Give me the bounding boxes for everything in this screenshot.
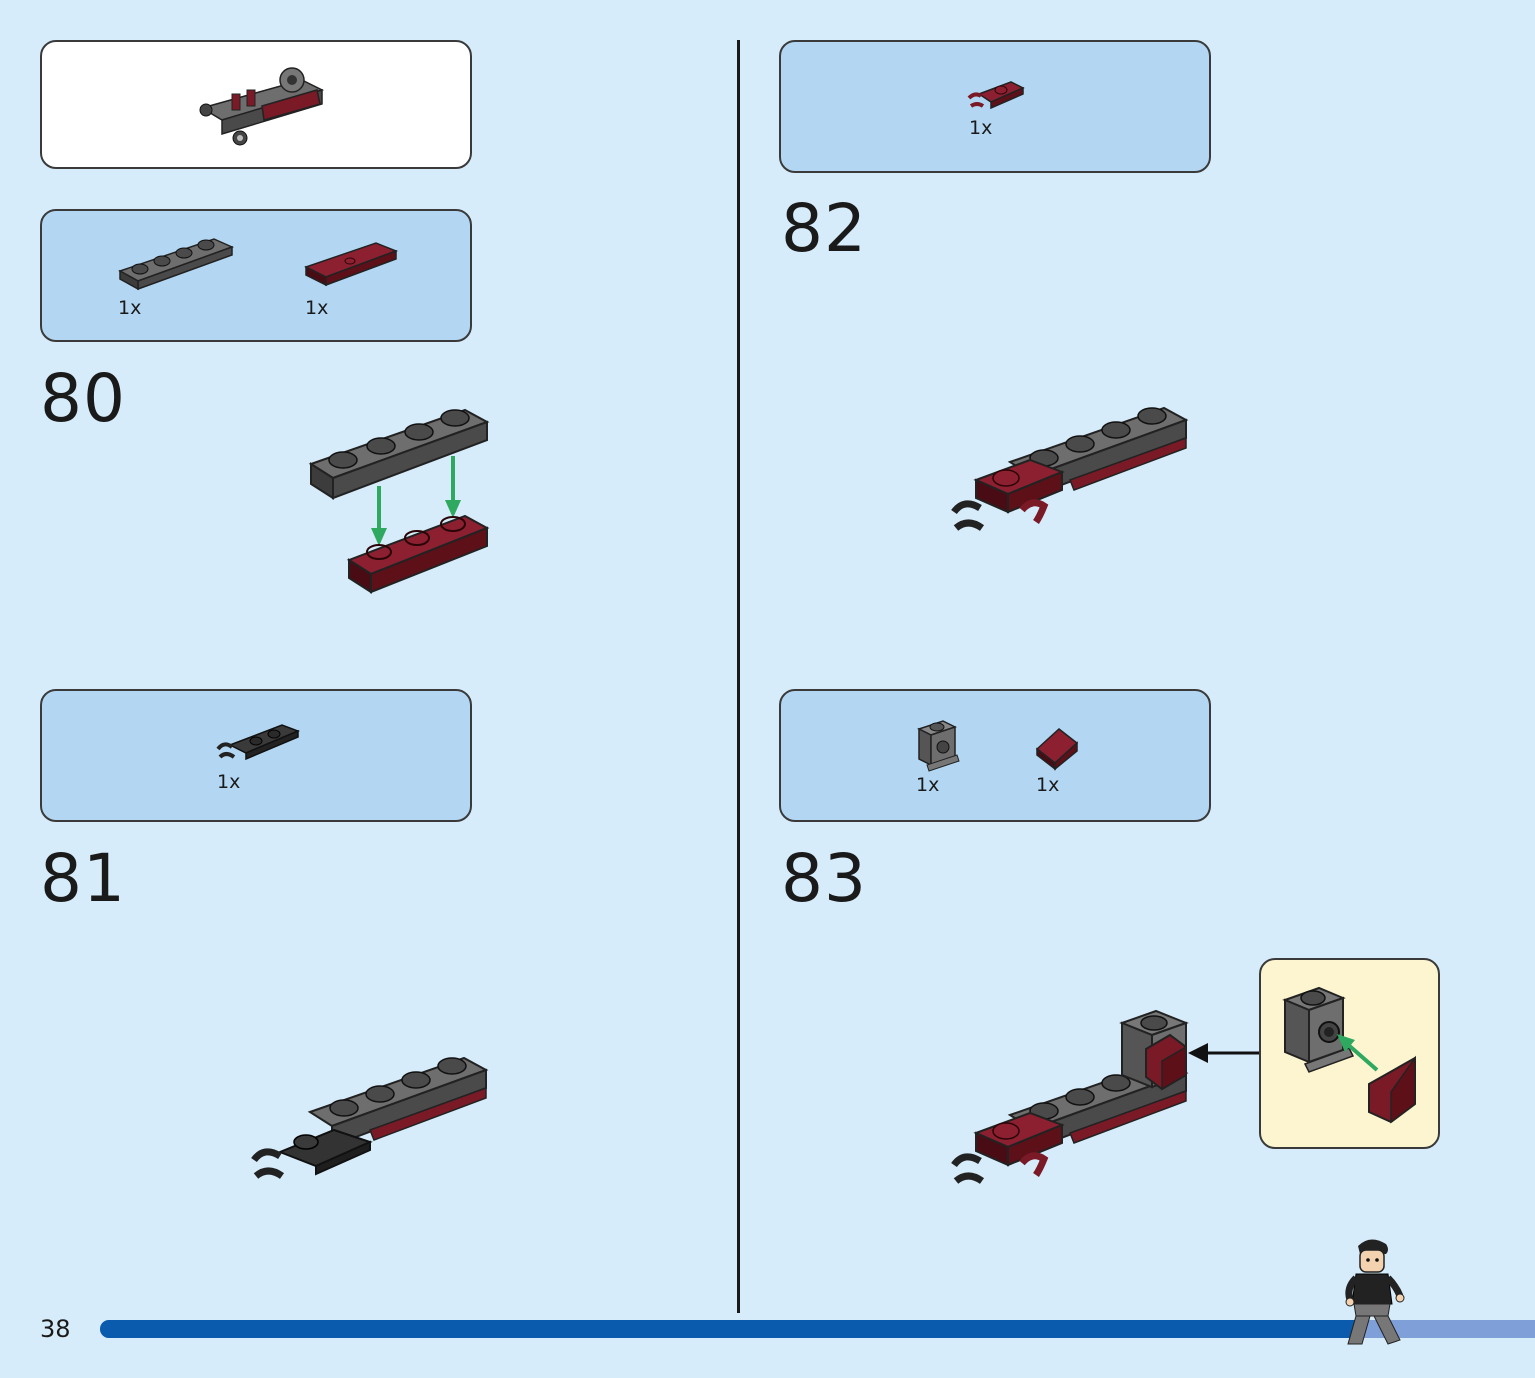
page-number: 38 bbox=[40, 1315, 71, 1343]
minifigure-mascot-icon bbox=[1345, 1239, 1405, 1345]
step-81-parts-box: 1x bbox=[40, 689, 472, 822]
step-80-parts-box: 1x 1x bbox=[40, 209, 472, 342]
step-83-assembly-icon bbox=[951, 1009, 1260, 1184]
black-clip-plate-icon bbox=[216, 724, 301, 761]
step-83-number: 83 bbox=[781, 840, 867, 917]
dark-red-clip-plate-icon bbox=[967, 81, 1025, 110]
gray-bracket-brick-icon bbox=[917, 720, 960, 772]
step-83-part-1-qty: 1x bbox=[916, 774, 940, 796]
vehicle-chassis-icon bbox=[199, 67, 325, 146]
step-83-part-2-qty: 1x bbox=[1036, 774, 1060, 796]
callout-attach-icon bbox=[1282, 986, 1416, 1124]
step-80-assembly-icon bbox=[308, 408, 490, 594]
progress-fill bbox=[100, 1320, 1363, 1338]
progress-bar bbox=[100, 1320, 1535, 1338]
step-81-assembly-icon bbox=[251, 1056, 489, 1179]
submodel-preview-box bbox=[40, 40, 472, 169]
step-82-assembly-icon bbox=[951, 406, 1189, 531]
step-83-parts-box: 1x 1x bbox=[779, 689, 1211, 822]
step-82-number: 82 bbox=[781, 190, 867, 267]
step-80-part-1-qty: 1x bbox=[118, 297, 142, 319]
dark-red-slope-icon bbox=[1035, 728, 1079, 771]
step-82-part-1-qty: 1x bbox=[969, 117, 993, 139]
step-82-parts-box: 1x bbox=[779, 40, 1211, 173]
step-80-number: 80 bbox=[40, 360, 126, 437]
step-83-callout-box bbox=[1259, 958, 1440, 1149]
step-81-number: 81 bbox=[40, 840, 126, 917]
step-81-part-1-qty: 1x bbox=[217, 771, 241, 793]
column-divider bbox=[737, 40, 740, 1313]
gray-plate-1x4-icon bbox=[118, 238, 235, 291]
step-80-part-2-qty: 1x bbox=[305, 297, 329, 319]
dark-red-tile-plate-icon bbox=[304, 242, 399, 287]
